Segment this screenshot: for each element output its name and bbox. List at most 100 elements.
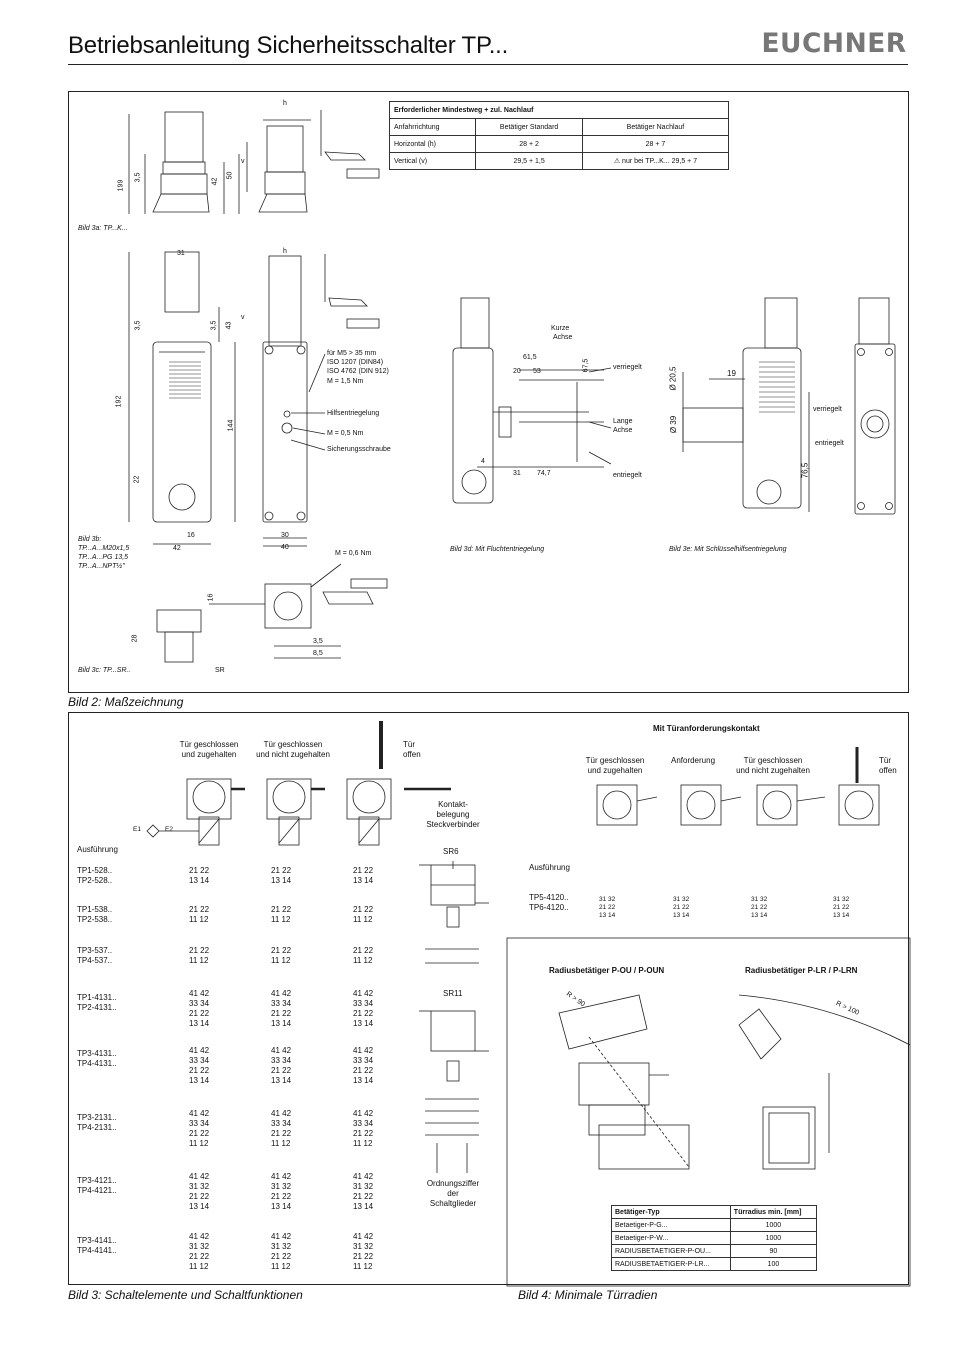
radius-table-cell: 90	[729, 1244, 818, 1258]
contact-line: 21 22	[189, 1252, 210, 1261]
label-3c: Bild 3c: TP...SR..	[78, 667, 131, 674]
contact-line: 33 34	[271, 1119, 292, 1128]
dim-22: 22	[133, 475, 141, 484]
dim-50: 50	[226, 171, 234, 180]
contact-line: 13 14	[353, 1202, 374, 1211]
model: TP3-537..	[77, 946, 113, 955]
contact-line: 21 22	[353, 1129, 374, 1138]
contact-line: 21 22	[673, 904, 690, 911]
col-header-3-line1: Tür	[403, 740, 415, 749]
contact-line: 21 22	[353, 905, 374, 914]
contact-line: 11 12	[353, 1139, 373, 1148]
group-1: TP1-528.. TP2-528..	[77, 866, 137, 886]
contact-line: 21 22	[353, 1066, 374, 1075]
annotation-verriegelt-3e: verriegelt	[813, 406, 842, 413]
contact-line: 13 14	[353, 1076, 374, 1085]
contact-line: 13 14	[189, 1202, 210, 1211]
group-1-col3: 21 22 13 14	[353, 866, 373, 886]
label-3b-pg: TP...A...PG 13,5	[78, 554, 129, 561]
contact-line: 11 12	[271, 956, 291, 965]
radius-table-cell: Betaetiger-P-W...	[611, 1231, 731, 1245]
contact-line: 11 12	[271, 915, 291, 924]
annotation-iso2: ISO 4762 (DIN 912)	[327, 368, 389, 375]
contact-line: 21 22	[189, 905, 210, 914]
e2-label: E2	[165, 826, 173, 833]
contact-line: 21 22	[751, 904, 768, 911]
turanf-header-4-line2: offen	[879, 766, 897, 775]
model: TP4-4141..	[77, 1246, 117, 1255]
annotation-hilfs: Hilfsentriegelung	[327, 410, 380, 417]
contact-line: 41 42	[353, 1046, 374, 1055]
annotation-verriegelt-3d: verriegelt	[613, 364, 642, 371]
table-cell: Horizontal (h)	[388, 135, 477, 153]
model: TP1-538..	[77, 905, 113, 914]
radius-table-header: Betätiger-Typ	[611, 1205, 731, 1219]
model: TP1-4131..	[77, 993, 117, 1002]
contact-line: 13 14	[599, 912, 616, 919]
kontakt-line2: belegung	[436, 810, 470, 819]
contact-line: 11 12	[189, 1262, 209, 1271]
annotation-achse: Achse	[553, 334, 573, 341]
col-header-3: Tür offen	[403, 740, 443, 760]
contact-line: 31 32	[271, 1242, 292, 1251]
radius-table-header: Türradius min. [mm]	[729, 1205, 818, 1219]
dim-74-7: 74,7	[537, 470, 551, 477]
radius-table-cell: 1000	[729, 1231, 818, 1245]
fig4-left-title: Radiusbetätiger P-OU / P-OUN	[549, 966, 665, 975]
table-cell-text: nur bei TP...K... 29,5 + 7	[622, 158, 698, 165]
group-3-col2: 21 22 11 12	[271, 946, 291, 966]
turanf-header-3-line1: Tür geschlossen	[743, 756, 803, 765]
contact-line: 21 22	[271, 1192, 292, 1201]
table-header-cell: Betätiger Nachlauf	[581, 118, 730, 136]
turanf-header-4: Tür offen	[879, 756, 907, 776]
model: TP6-4120..	[529, 903, 569, 912]
model: TP4-4121..	[77, 1186, 117, 1195]
model: TP3-4131..	[77, 1049, 117, 1058]
contact-line: 11 12	[189, 1139, 209, 1148]
turanf-title: Mit Türanforderungskontakt	[653, 724, 760, 733]
turanf-contacts-2: 31 32 21 22 13 14	[673, 896, 689, 920]
dim-h-2: h	[283, 248, 287, 255]
contact-line: 13 14	[271, 1202, 292, 1211]
radius-table-cell: RADIUSBETAETIGER-P-OU...	[611, 1244, 731, 1258]
model: TP3-4141..	[77, 1236, 117, 1245]
col-header-2-line2: und nicht zugehalten	[256, 750, 330, 759]
contact-line: 41 42	[353, 1232, 374, 1241]
fig4-right-title: Radiusbetätiger P-LR / P-LRN	[745, 966, 858, 975]
group-5: TP3-4131.. TP4-4131..	[77, 1049, 137, 1069]
dim-40: 40	[281, 544, 289, 551]
brand-logo: EUCHNER	[761, 28, 907, 59]
contact-line: 21 22	[189, 1129, 210, 1138]
dim-d20-5: Ø 20,5	[668, 366, 678, 391]
model: TP2-528..	[77, 876, 113, 885]
annotation-entriegelt-3e: entriegelt	[815, 440, 844, 447]
table-cell: 29,5 + 1,5	[475, 152, 583, 170]
turanf-contacts-1: 31 32 21 22 13 14	[599, 896, 615, 920]
model: TP3-2131..	[77, 1113, 117, 1122]
col-header-3-line2: offen	[403, 750, 421, 759]
table-title: Erforderlicher Mindestweg + zul. Nachlau…	[389, 101, 729, 119]
label-3b-npt: TP...A...NPT½"	[78, 563, 125, 570]
kontakt-line3: Steckverbinder	[426, 820, 480, 829]
group-7: TP3-4121.. TP4-4121..	[77, 1176, 137, 1196]
turanf-header-3-line2: und nicht zugehalten	[736, 766, 810, 775]
group-7-col1: 41 42 31 32 21 22 13 14	[189, 1172, 209, 1212]
dim-53: 53	[533, 368, 541, 375]
contact-line: 31 32	[353, 1182, 374, 1191]
group-3: TP3-537.. TP4-537..	[77, 946, 137, 966]
dim-61-5: 61,5	[523, 354, 537, 361]
contact-line: 41 42	[271, 989, 292, 998]
contact-line: 21 22	[189, 1192, 210, 1201]
table-header-cell: Anfahrrichtung	[388, 118, 477, 136]
turanf-header-4-line1: Tür	[879, 756, 891, 765]
contact-line: 41 42	[271, 1046, 292, 1055]
table-header-cell: Betätiger Standard	[475, 118, 583, 136]
group-3-col1: 21 22 11 12	[189, 946, 209, 966]
group-2-col1: 21 22 11 12	[189, 905, 209, 925]
group-2-col2: 21 22 11 12	[271, 905, 291, 925]
annotation-m5: für M5 > 35 mm	[327, 350, 377, 357]
group-6-col1: 41 42 33 34 21 22 11 12	[189, 1109, 209, 1149]
contact-line: 31 32	[833, 896, 850, 903]
contact-line: 21 22	[353, 946, 374, 955]
model: TP4-2131..	[77, 1123, 117, 1132]
